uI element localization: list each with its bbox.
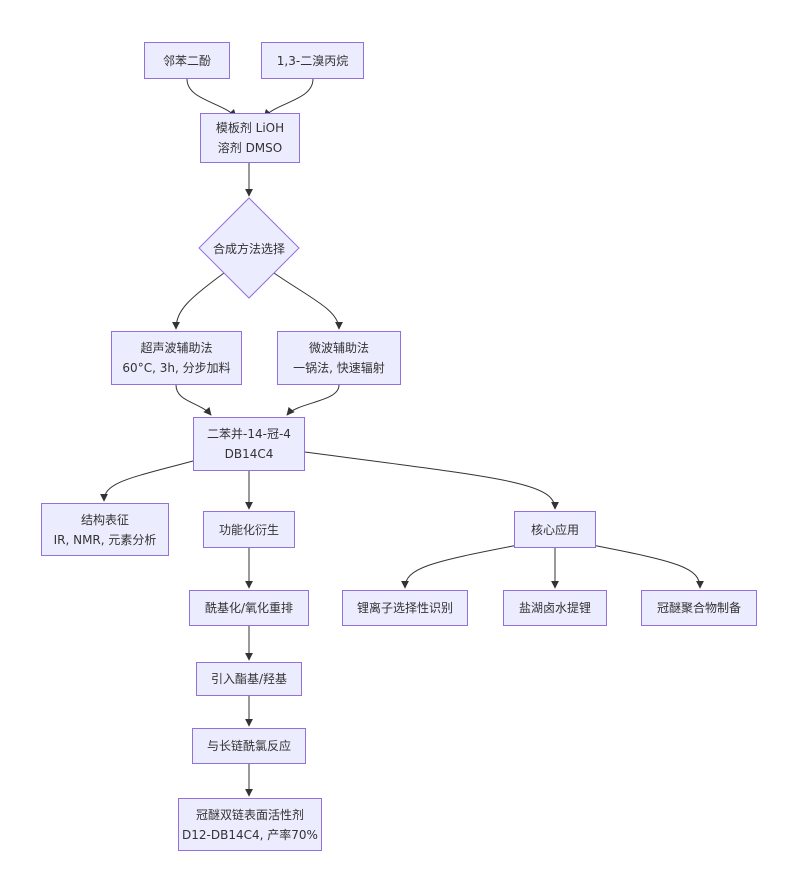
node-characterization-line1: 结构表征 [80, 512, 129, 527]
node-characterization: 结构表征 IR, NMR, 元素分析 [41, 503, 169, 556]
node-lithium-selectivity-label: 锂离子选择性识别 [356, 601, 453, 615]
node-ultrasound-line2: 60°C, 3h, 分步加料 [122, 361, 231, 375]
node-functionalization: 功能化衍生 [203, 511, 295, 548]
node-surfactant-line2: D12-DB14C4, 产率70% [182, 827, 318, 842]
node-characterization-line2: IR, NMR, 元素分析 [53, 532, 157, 547]
node-dibromopropane: 1,3-二溴丙烷 [261, 42, 364, 79]
node-core-application: 核心应用 [514, 511, 596, 548]
node-surfactant: 冠醚双链表面活性剂 D12-DB14C4, 产率70% [178, 798, 322, 851]
node-template-solvent: 模板剂 LiOH 溶剂 DMSO [200, 113, 300, 163]
node-method-choice-label: 合成方法选择 [212, 241, 285, 256]
node-db14c4: 二苯并-14-冠-4 DB14C4 [193, 417, 305, 471]
edge-db14c4-characterization [100, 460, 194, 502]
node-long-chain-label: 与长链酰氯反应 [206, 739, 291, 753]
node-method-choice: 合成方法选择 [199, 198, 299, 298]
edge-method-ultrasound [172, 272, 225, 330]
node-ester-hydroxyl: 引入酯基/羟基 [196, 662, 302, 696]
node-microwave-line2: 一锅法, 快速辐射 [293, 361, 385, 375]
edge-method-microwave [273, 272, 343, 330]
edge-catechol-template [186, 78, 237, 118]
node-template-line2: 溶剂 DMSO [217, 141, 283, 155]
node-core-application-label: 核心应用 [530, 522, 579, 537]
edge-microwave-db14c4 [286, 384, 340, 416]
node-ultrasound-method: 超声波辅助法 60°C, 3h, 分步加料 [111, 331, 242, 385]
edge-core-polymer [591, 544, 704, 589]
node-lithium-selectivity: 锂离子选择性识别 [342, 590, 468, 626]
node-ultrasound-line1: 超声波辅助法 [140, 341, 213, 355]
node-salt-lake-label: 盐湖卤水提锂 [518, 601, 591, 615]
node-template-line1: 模板剂 LiOH [215, 121, 285, 135]
node-catechol-label: 邻苯二酚 [162, 53, 211, 68]
node-long-chain-reaction: 与长链酰氯反应 [192, 728, 306, 764]
node-acylation: 酰基化/氧化重排 [189, 590, 309, 626]
node-db14c4-line1: 二苯并-14-冠-4 [207, 427, 291, 441]
node-ester-hydroxyl-label: 引入酯基/羟基 [210, 672, 288, 686]
edge-core-lithium [401, 544, 519, 589]
node-catechol: 邻苯二酚 [144, 42, 230, 79]
node-acylation-label: 酰基化/氧化重排 [204, 601, 294, 615]
node-polymer-preparation: 冠醚聚合物制备 [641, 590, 757, 626]
node-polymer-label: 冠醚聚合物制备 [656, 601, 741, 615]
node-functionalization-label: 功能化衍生 [218, 522, 279, 537]
node-db14c4-line2: DB14C4 [224, 447, 274, 461]
edge-db14c4-core-application [304, 451, 559, 510]
node-microwave-method: 微波辅助法 一锅法, 快速辐射 [277, 331, 401, 385]
method-choice-diamond [198, 197, 300, 299]
node-salt-lake-extraction: 盐湖卤水提锂 [503, 590, 607, 626]
node-dibromopropane-label: 1,3-二溴丙烷 [276, 53, 349, 68]
edge-dibromopropane-template [263, 78, 314, 118]
node-microwave-line1: 微波辅助法 [308, 341, 369, 355]
edge-ultrasound-db14c4 [175, 384, 212, 416]
node-surfactant-line1: 冠醚双链表面活性剂 [195, 807, 304, 822]
